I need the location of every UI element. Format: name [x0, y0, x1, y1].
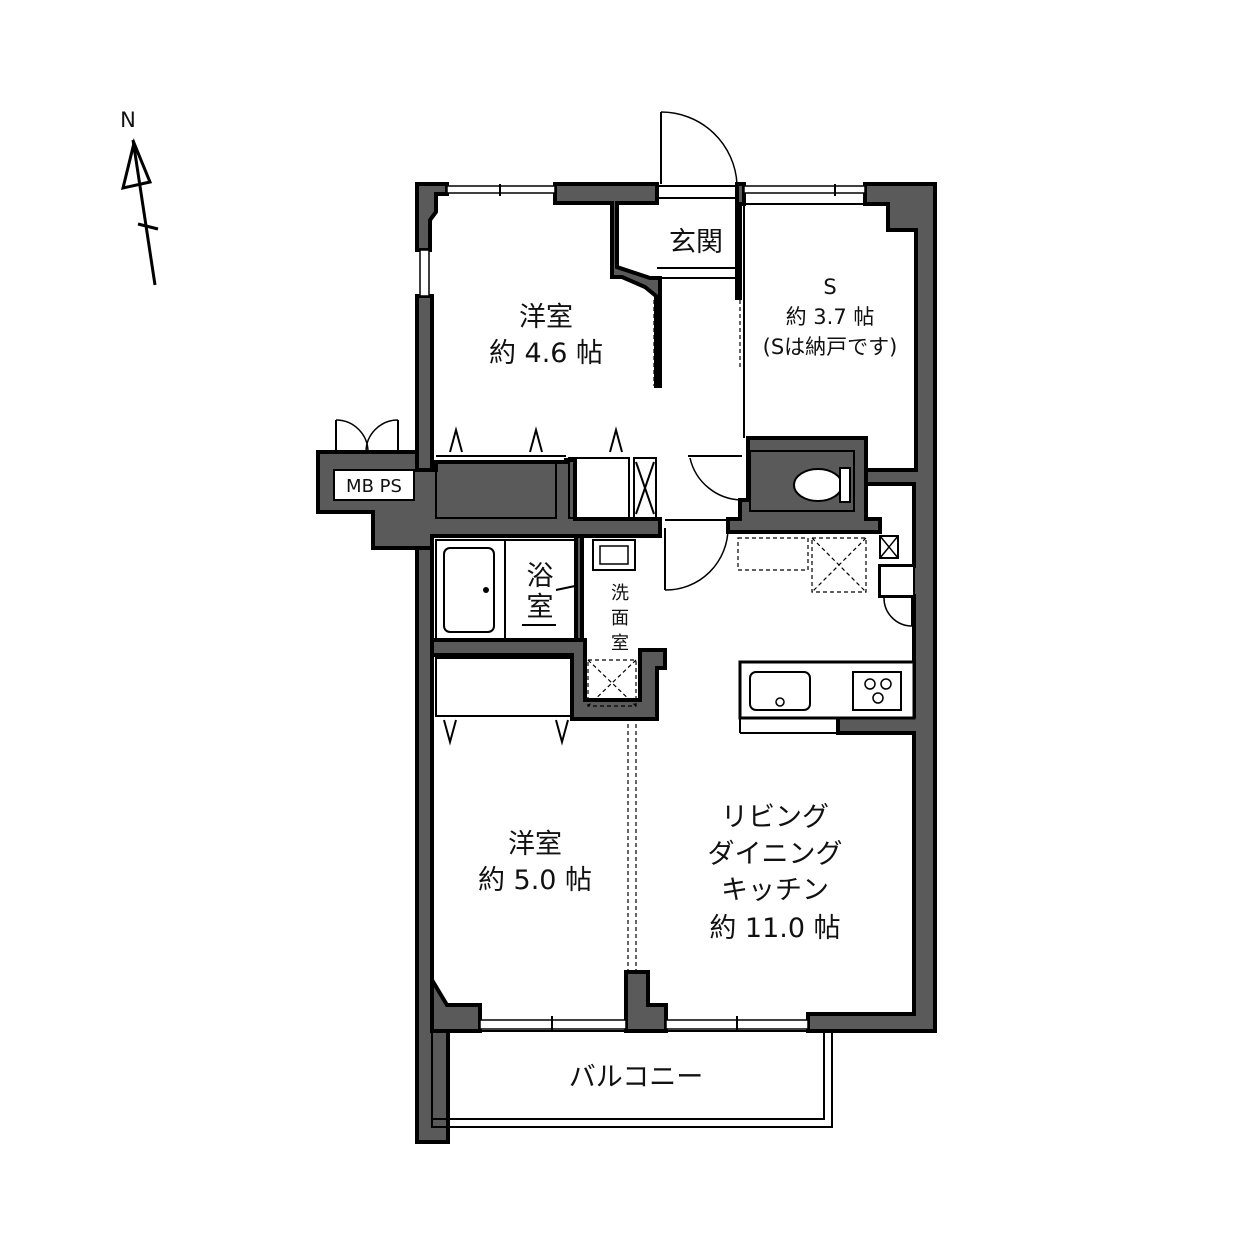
- stove-icon: [852, 671, 902, 711]
- room-2-size: 約 5.0 帖: [478, 865, 592, 896]
- bathroom-label-2: 室: [527, 592, 554, 623]
- washroom-label-1: 洗: [611, 583, 629, 604]
- storage-room-name: S: [823, 275, 836, 299]
- sink-icon: [749, 671, 811, 711]
- balcony-label: バルコニー: [569, 1062, 703, 1093]
- doors: [333, 111, 913, 746]
- storage-room-size: 約 3.7 帖: [786, 305, 875, 329]
- room-1-size: 約 4.6 帖: [489, 338, 603, 369]
- ldk-label-3: キッチン: [721, 875, 829, 906]
- toilet-icon: [793, 468, 843, 502]
- room-outlines: [431, 203, 916, 1128]
- labels: 洋室 約 4.6 帖 玄関 S 約 3.7 帖 (Sは納戸です) 浴 室 洗 面…: [346, 224, 897, 1093]
- bathtub-icon: [443, 547, 495, 633]
- compass-north-label: N: [120, 108, 136, 132]
- storage-room-note: (Sは納戸です): [763, 335, 898, 359]
- bathroom-label-1: 浴: [527, 561, 554, 592]
- ldk-label-2: ダイニング: [708, 839, 843, 870]
- mb-ps-label: MB PS: [346, 476, 402, 497]
- ldk-label-1: リビング: [721, 802, 829, 833]
- entrance-label: 玄関: [669, 227, 723, 258]
- room-1-name: 洋室: [519, 302, 573, 333]
- washroom-label-2: 面: [611, 608, 629, 629]
- ldk-size: 約 11.0 帖: [709, 913, 840, 944]
- north-compass: N: [120, 108, 159, 286]
- washroom-label-3: 室: [611, 633, 629, 654]
- room-2-name: 洋室: [508, 829, 562, 860]
- north-arrow-icon: [120, 138, 153, 190]
- windows: [419, 184, 866, 1031]
